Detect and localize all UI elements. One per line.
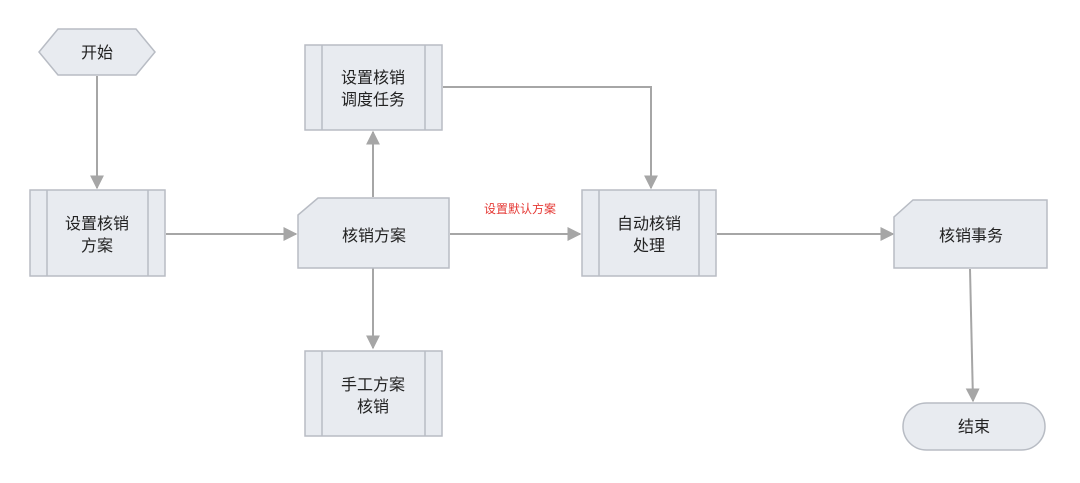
- node-start: 开始: [38, 28, 156, 76]
- end-label: 结束: [958, 417, 990, 436]
- manual-shape: [304, 350, 443, 437]
- setup-scheme-label-line2: 方案: [81, 236, 113, 255]
- edges: [90, 76, 980, 403]
- edge-transaction-to-end: [965, 268, 980, 403]
- setup-schedule-label-line2: 调度任务: [341, 90, 405, 109]
- auto-shape: [581, 189, 717, 277]
- node-end: 结束: [902, 402, 1046, 451]
- edge-label-default-scheme: 设置默认方案: [484, 201, 556, 216]
- node-transaction: 核销事务: [893, 199, 1048, 269]
- setup-schedule-shape: [304, 44, 443, 131]
- node-setup-scheme: 设置核销 方案: [29, 189, 166, 277]
- auto-label-line2: 处理: [633, 236, 665, 255]
- transaction-shape: [893, 199, 1048, 269]
- start-shape: [38, 28, 156, 76]
- scheme-shape: [297, 197, 450, 269]
- end-shape: [902, 402, 1046, 451]
- transaction-label: 核销事务: [939, 226, 1003, 245]
- setup-schedule-label-line1: 设置核销: [341, 68, 405, 87]
- setup-scheme-label-line1: 设置核销: [65, 214, 129, 233]
- start-label: 开始: [81, 43, 113, 62]
- auto-label-line1: 自动核销: [617, 214, 681, 233]
- manual-label-line1: 手工方案: [341, 375, 405, 394]
- manual-label-line2: 核销: [357, 397, 389, 416]
- edge-setup-schedule-to-auto: [443, 86, 658, 190]
- node-manual: 手工方案 核销: [304, 350, 443, 437]
- node-scheme: 核销方案: [297, 197, 450, 269]
- node-auto: 自动核销 处理: [581, 189, 717, 277]
- node-setup-schedule: 设置核销 调度任务: [304, 44, 443, 131]
- setup-scheme-shape: [29, 189, 166, 277]
- scheme-label: 核销方案: [342, 226, 406, 245]
